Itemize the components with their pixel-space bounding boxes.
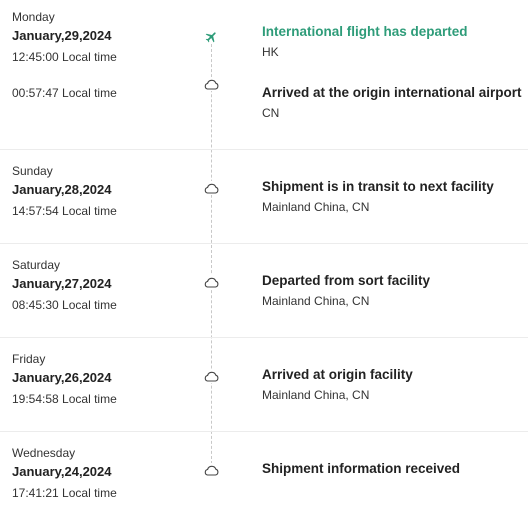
event-time: 17:41:21 Local time <box>12 486 117 500</box>
timeline-connector-line <box>211 44 212 469</box>
event-time: 19:54:58 Local time <box>12 392 117 406</box>
cloud-icon <box>203 77 220 91</box>
event-title: Arrived at the origin international airp… <box>262 85 522 100</box>
event-time: 14:57:54 Local time <box>12 204 117 218</box>
plane-icon <box>203 30 220 44</box>
event-title: Arrived at origin facility <box>262 367 413 382</box>
divider <box>0 149 528 150</box>
event-location: Mainland China, CN <box>262 200 370 214</box>
day-label: Wednesday <box>12 446 76 460</box>
tracking-event: 00:57:47 Local time Arrived at the origi… <box>0 77 528 124</box>
event-location: Mainland China, CN <box>262 388 370 402</box>
tracking-event: 19:54:58 Local time Arrived at origin fa… <box>0 352 528 406</box>
tracking-event: 08:45:30 Local time Departed from sort f… <box>0 258 528 312</box>
cloud-icon <box>203 181 220 195</box>
cloud-icon <box>203 369 220 383</box>
date-label: January,29,2024 <box>12 28 112 43</box>
date-label: January,24,2024 <box>12 464 112 479</box>
event-time: 12:45:00 Local time <box>12 50 117 64</box>
tracking-event: 14:57:54 Local time Shipment is in trans… <box>0 164 528 218</box>
cloud-icon <box>203 275 220 289</box>
date-label: January,26,2024 <box>12 370 112 385</box>
event-time: 00:57:47 Local time <box>12 86 117 100</box>
event-title: Shipment information received <box>262 461 461 476</box>
cloud-icon <box>203 463 220 477</box>
event-location: HK <box>262 45 279 59</box>
tracking-event: 12:45:00 Local time International flight… <box>0 10 528 64</box>
tracking-event: 17:41:21 Local time Shipment information… <box>0 446 528 500</box>
divider <box>0 337 528 338</box>
day-label: Monday <box>12 10 55 24</box>
event-location: Mainland China, CN <box>262 294 370 308</box>
day-label: Friday <box>12 352 46 366</box>
day-label: Saturday <box>12 258 61 272</box>
event-title: International flight has departed <box>262 24 468 39</box>
event-title: Shipment is in transit to next facility <box>262 179 494 194</box>
divider <box>0 243 528 244</box>
date-label: January,28,2024 <box>12 182 112 197</box>
day-label: Sunday <box>12 164 53 178</box>
divider <box>0 431 528 432</box>
event-time: 08:45:30 Local time <box>12 298 117 312</box>
date-label: January,27,2024 <box>12 276 112 291</box>
event-location: CN <box>262 106 280 120</box>
event-title: Departed from sort facility <box>262 273 431 288</box>
